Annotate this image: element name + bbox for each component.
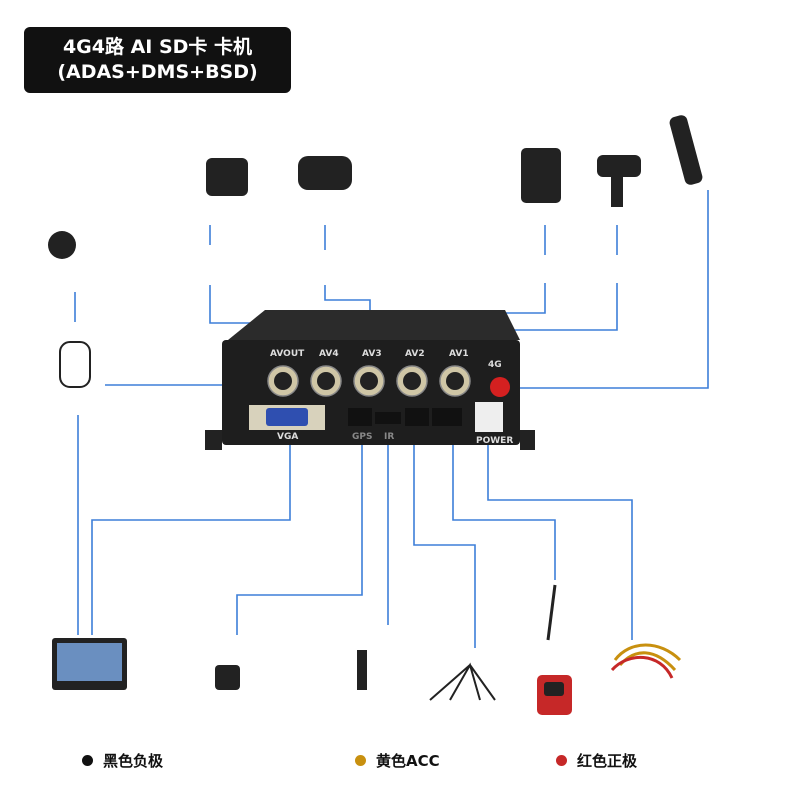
vga-port: [266, 408, 308, 426]
red-dot-icon: [556, 755, 567, 766]
port-av1-label: AV1: [449, 349, 469, 359]
port-av3-label: AV3: [362, 349, 382, 359]
yellow-dot-icon: [355, 755, 366, 766]
port-vga-label: VGA: [277, 432, 299, 442]
camera-av2-icon: [521, 148, 561, 203]
title-banner: 4G4路 AI SD卡 卡机 (ADAS+DMS+BSD): [24, 27, 291, 93]
legend-label: 黄色ACC: [376, 752, 440, 770]
legend-label: 黑色负极: [103, 752, 164, 770]
port-ir-label: IR: [384, 432, 395, 442]
line-antenna: [505, 190, 709, 389]
antenna-connector: [490, 377, 510, 397]
camera-av3-icon: [298, 156, 352, 190]
line-gps: [236, 445, 363, 635]
camera-av4-icon: [206, 158, 248, 196]
dms-camera-icon: [597, 155, 641, 177]
mdvr-device: [205, 310, 535, 450]
microphone-icon: [48, 231, 76, 259]
black-dot-icon: [82, 755, 93, 766]
peripherals: [48, 115, 703, 715]
legend-yellow-acc: 黄色ACC: [355, 750, 440, 771]
legend-label: 红色正极: [577, 752, 638, 770]
gps-icon: [215, 665, 240, 690]
io-wires-icon: [429, 662, 496, 701]
title-line-1: 4G4路 AI SD卡 卡机: [62, 36, 253, 58]
legend-black-negative: 黑色负极: [82, 750, 163, 771]
port-gps-label: GPS: [352, 432, 373, 442]
legend-red-positive: 红色正极: [556, 750, 637, 771]
port-avout-label: AVOUT: [270, 349, 305, 359]
port-av4-label: AV4: [319, 349, 339, 359]
line-panic: [452, 445, 556, 580]
port-power-label: POWER: [476, 436, 514, 446]
line-io: [413, 445, 476, 648]
splitter-cable-icon: [59, 341, 91, 388]
port-4g-label: 4G: [488, 360, 502, 370]
port-av2-label: AV2: [405, 349, 425, 359]
line-vga: [91, 445, 291, 635]
line-power: [487, 445, 633, 640]
antenna-icon: [669, 115, 703, 185]
ir-cable-icon: [357, 650, 367, 690]
title-line-2: (ADAS+DMS+BSD): [57, 61, 258, 83]
